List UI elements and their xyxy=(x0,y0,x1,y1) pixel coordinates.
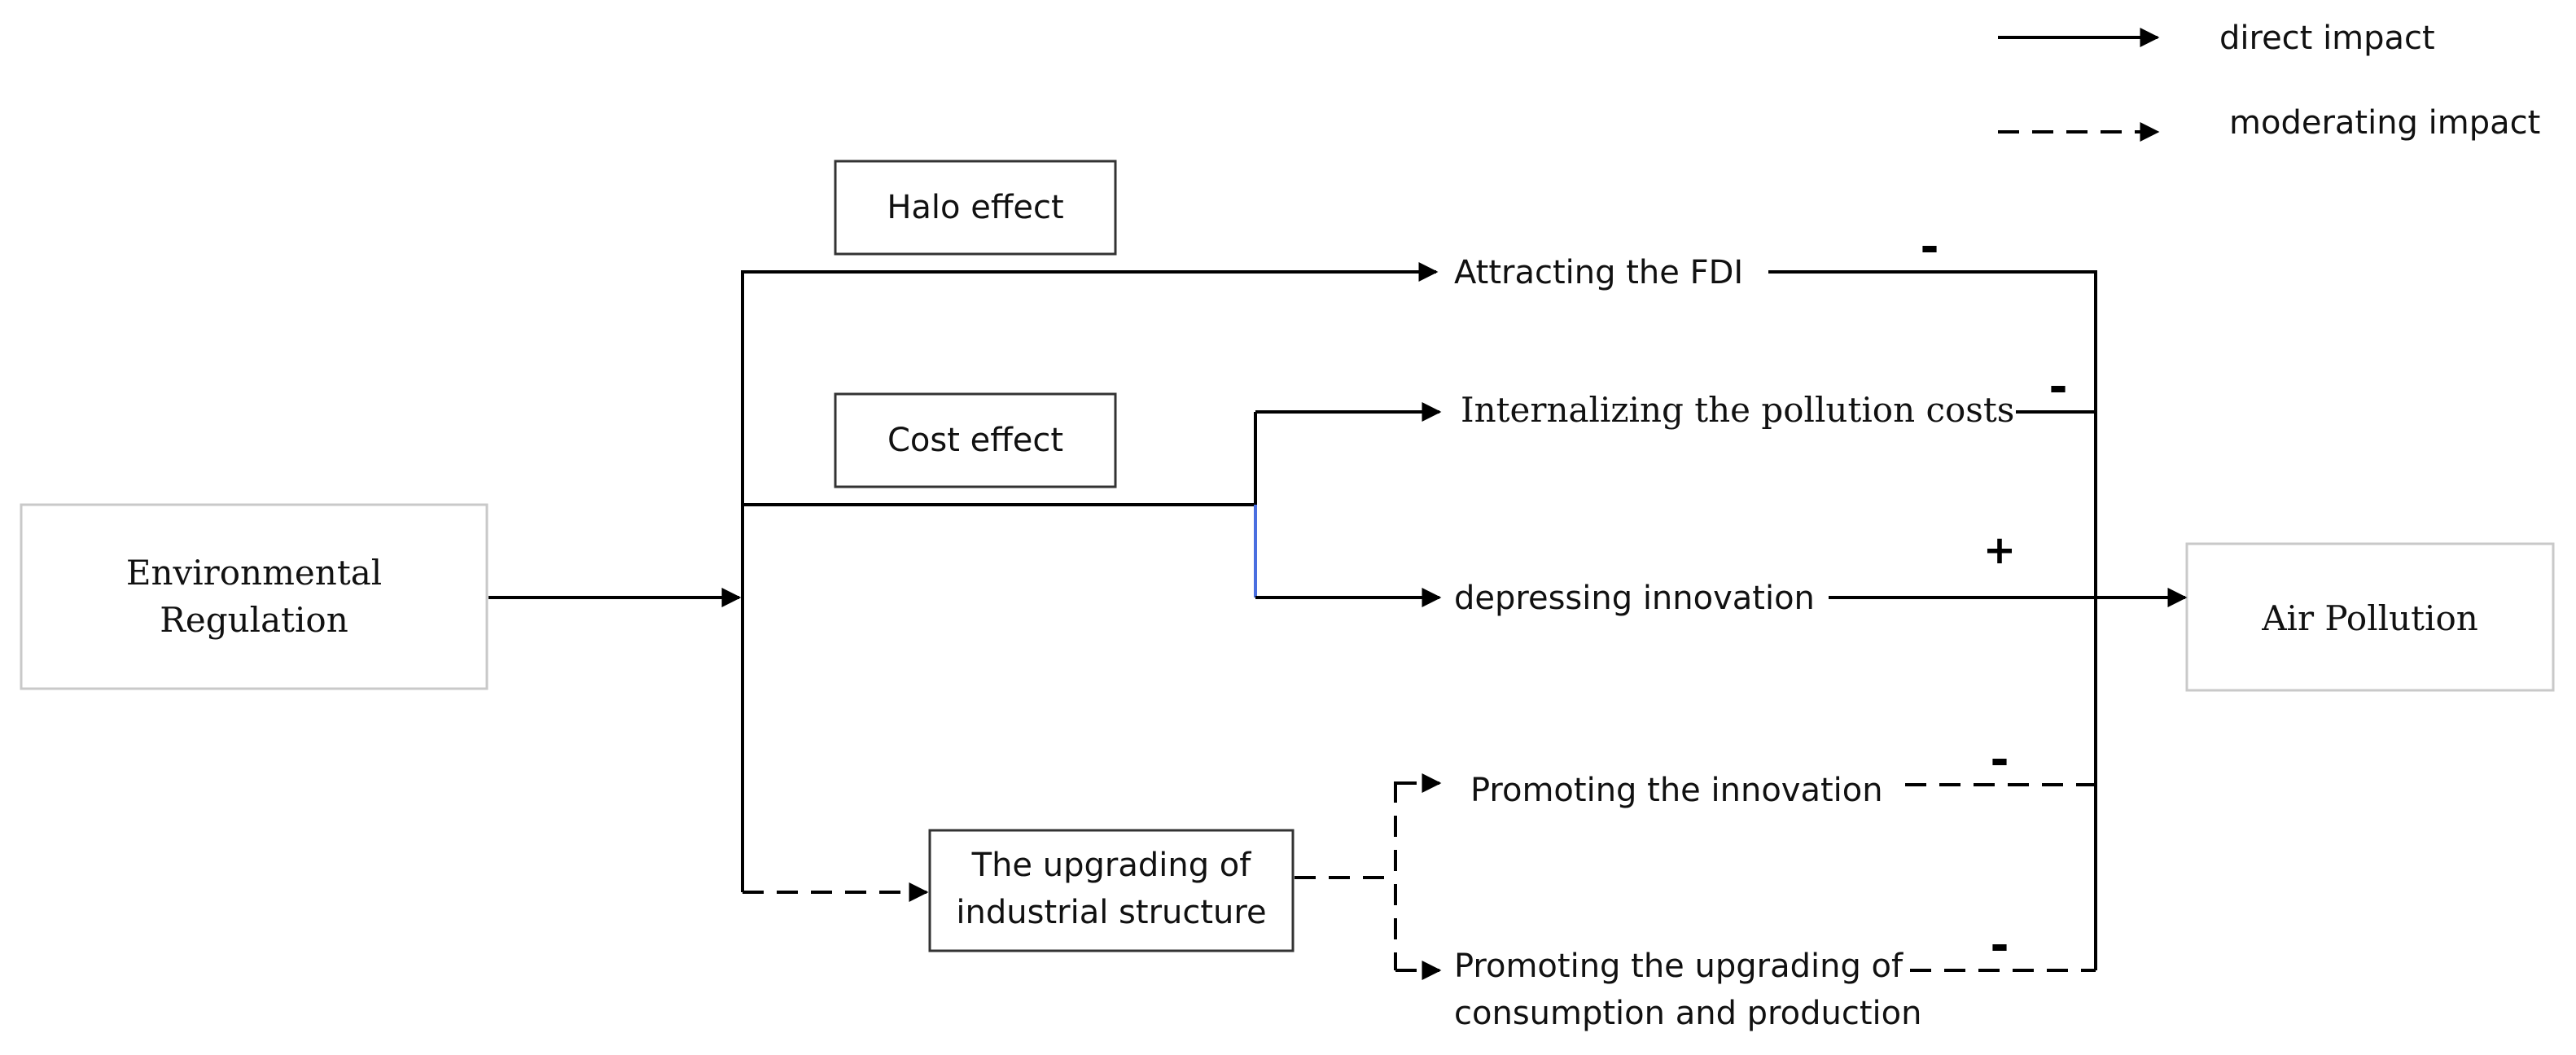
environmental-regulation-label-line1: Environmental xyxy=(126,553,382,593)
air-pollution-label: Air Pollution xyxy=(2261,598,2478,638)
moderating-connectors xyxy=(743,773,2096,980)
legend-moderating-label: moderating impact xyxy=(2229,104,2540,142)
cost-effect-label: Cost effect xyxy=(887,422,1063,459)
promoting-upgrading-label-line1: Promoting the upgrading of xyxy=(1454,948,1904,985)
legend-direct-label: direct impact xyxy=(2219,20,2435,57)
industrial-structure-box xyxy=(928,829,1295,952)
sign-depressing: + xyxy=(1983,528,2016,573)
sign-fdi: - xyxy=(1920,221,1939,274)
environmental-regulation-label-line2: Regulation xyxy=(160,600,348,640)
industrial-structure-node: The upgrading of industrial structure xyxy=(928,829,1295,952)
promoting-upgrading-label-line2: consumption and production xyxy=(1454,995,1921,1032)
air-pollution-node: Air Pollution xyxy=(2185,542,2555,692)
direct-connectors xyxy=(488,262,2188,970)
halo-effect-label: Halo effect xyxy=(887,189,1063,226)
depressing-innovation-label: depressing innovation xyxy=(1454,580,1815,617)
environmental-regulation-box xyxy=(20,503,488,690)
sign-internalizing: - xyxy=(2048,361,2067,414)
internalizing-costs-label: Internalizing the pollution costs xyxy=(1461,390,2014,430)
sign-promoting-innovation: - xyxy=(1990,733,2009,786)
halo-effect-box xyxy=(834,160,1117,256)
air-pollution-box xyxy=(2185,542,2555,692)
industrial-structure-label-line2: industrial structure xyxy=(956,894,1266,931)
cost-effect-node: Cost effect xyxy=(834,392,1117,488)
halo-effect-node: Halo effect xyxy=(834,160,1117,256)
promoting-innovation-label: Promoting the innovation xyxy=(1470,772,1883,809)
industrial-structure-label-line1: The upgrading of xyxy=(971,847,1252,884)
path-labels: Attracting the FDI Internalizing the pol… xyxy=(1454,254,2014,1032)
legend: direct impact moderating impact xyxy=(1998,20,2540,142)
effect-signs: - - + - - xyxy=(1920,221,2067,972)
sign-promoting-upgrading: - xyxy=(1990,919,2009,972)
environmental-regulation-node: Environmental Regulation xyxy=(20,503,488,690)
cost-effect-box xyxy=(834,392,1117,488)
attracting-fdi-label: Attracting the FDI xyxy=(1454,254,1743,291)
